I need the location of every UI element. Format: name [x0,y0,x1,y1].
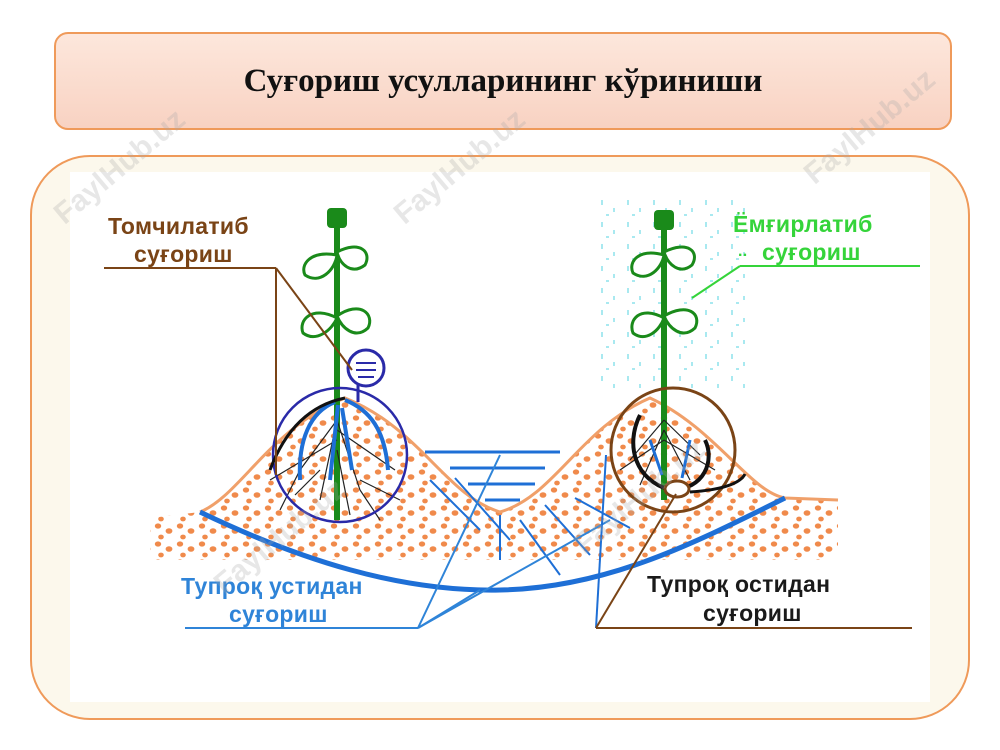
sprinkler-irrigation-label-line1: Ёмғирлатиб [733,211,873,237]
diagram-panel [70,172,930,702]
subsurface-irrigation-label-line2: суғориш [703,600,802,626]
subsurface-water-strokes [648,439,692,479]
dripper-icon [346,348,386,402]
drip-wet-zone [271,386,409,524]
subsurface-pipe [663,479,691,499]
soil-surface-line [199,396,839,514]
drip-water-strokes [297,398,390,481]
drip-irrigation-label-line1: Томчилатиб [108,213,249,239]
drip-irrigation-label-line2: суғориш [134,241,233,267]
right-plant [630,210,699,500]
leader-lines [104,265,920,629]
surface-irrigation-label-line1: Тупроқ устидан [181,573,363,599]
page-title: Суғориш усулларининг кўриниши [243,62,763,99]
water-basin-curve [198,495,787,593]
left-plant [300,208,372,520]
surface-irrigation-label-line2: суғориш [229,601,328,627]
subsurface-irrigation-label-line1: Тупроқ остидан [647,571,831,597]
subsurface-hook [689,473,747,494]
sprinkler-irrigation-label-line2: суғориш [762,239,861,265]
subsurface-wet-zone [609,386,737,514]
seepage-lines [429,477,631,576]
sprinkler-spray [600,200,750,390]
title-banner: Суғориш усулларининг кўриниши [54,32,952,130]
furrow-water [425,450,560,502]
sprinkler-irrigation-mark: .. [738,243,748,260]
